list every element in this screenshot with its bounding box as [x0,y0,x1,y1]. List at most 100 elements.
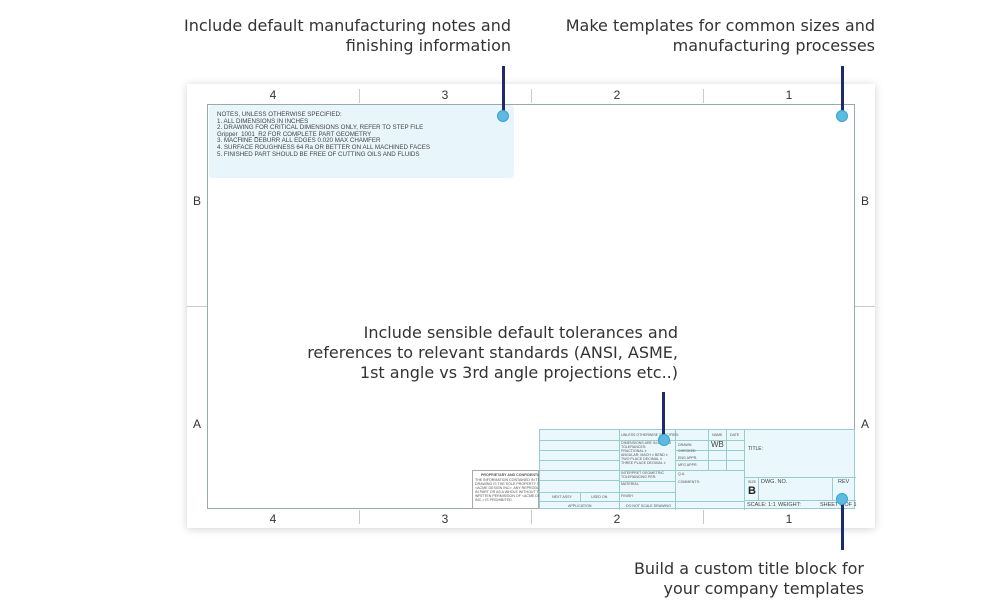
callout-marker-dot [497,110,509,122]
callout-connector [841,66,844,116]
note-line: 2. DRAWING FOR CRITICAL DIMENSIONS ONLY,… [217,124,424,132]
notes-text: NOTES, UNLESS OTHERWISE SPECIFIED: 1. AL… [217,111,430,158]
note-line: 1. ALL DIMENSIONS IN INCHES [217,117,309,125]
proprietary-line: <ACME DESIGN INC>. ANY REPRODUCTION [475,486,551,490]
do-not-scale-label: DO NOT SCALE DRAWING [626,504,671,508]
tb-divider [620,481,675,482]
tb-divider [580,492,581,501]
zone-row-label: A [192,417,201,431]
sheet-label: SHEET 1 OF 1 [820,502,857,508]
tb-divider [540,450,619,451]
weight-label: WEIGHT: [778,502,801,508]
size-label: SIZE [748,480,756,484]
callout-title-block: Build a custom title block for your comp… [634,559,864,599]
drawn-label: DRAWN [678,443,692,447]
tb-divider [540,470,619,471]
callout-connector [841,500,844,550]
tb-divider [832,477,833,500]
drawing-sheet: 4 3 2 1 4 3 2 1 B B A A NOTES, UNLESS OT… [187,84,875,528]
tb-divider [540,501,744,502]
zone-col-label: 3 [441,512,449,526]
name-header: NAME [712,433,723,437]
callout-marker-dot [658,434,670,446]
qa-label: Q.A. [678,472,686,476]
proprietary-line: INC.> IS PROHIBITED. [475,498,513,502]
note-line: Gripper_1001_R2 FOR COMPLETE PART GEOMET… [217,130,372,138]
callout-notes-line: finishing information [345,36,511,55]
tb-divider [619,430,620,510]
zone-col-label: 4 [269,512,277,526]
finish-label: FINISH [621,494,633,498]
tolerance-line: FRACTIONAL ± [621,449,647,453]
tb-divider [540,492,675,493]
tolerance-line: TOLERANCES: [621,445,647,449]
dwg-no-label: DWG. NO. [761,479,788,485]
interpret-label: TOLERANCING PER: [621,475,657,479]
tb-divider [758,477,759,500]
proprietary-block: PROPRIETARY AND CONFIDENTIAL THE INFORMA… [472,470,551,509]
tb-divider [708,430,709,470]
application-label: APPLICATION [568,504,592,508]
comments-label: COMMENTS: [678,480,700,484]
callout-connector [502,66,505,116]
callout-tolerances-line: Include sensible default tolerances and [363,323,678,342]
callout-tolerances-line: references to relevant standards (ANSI, … [307,343,678,362]
callout-notes-line: Include default manufacturing notes and [183,16,511,35]
zone-col-label: 3 [441,88,449,102]
title-block: UNLESS OTHERWISE SPECIFIED: DIMENSIONS A… [539,429,857,510]
zone-col-label: 1 [785,512,793,526]
zone-col-label: 2 [613,512,621,526]
note-line: 5. FINISHED PART SHOULD BE FREE OF CUTTI… [217,150,420,158]
notes-header: NOTES, UNLESS OTHERWISE SPECIFIED: [217,111,342,118]
zone-divider [359,510,360,524]
mfg-appr-label: MFG APPR. [678,463,698,467]
zone-divider [703,89,704,103]
callout-templates-line: manufacturing processes [672,36,875,55]
tb-divider [620,470,675,471]
tb-divider [676,450,744,451]
proprietary-title: PROPRIETARY AND CONFIDENTIAL [481,473,543,477]
notes-block: NOTES, UNLESS OTHERWISE SPECIFIED: 1. AL… [209,105,514,178]
tb-divider [676,440,744,441]
tb-divider [676,470,744,471]
callout-templates-line: Make templates for common sizes and [565,16,875,35]
tb-divider [745,500,856,501]
date-header: DATE [730,433,740,437]
proprietary-line: THE INFORMATION CONTAINED IN THIS [475,478,544,482]
callout-title-block-line: Build a custom title block for [633,559,864,578]
material-label: MATERIAL [621,482,639,486]
zone-col-label: 2 [613,88,621,102]
used-on-label: USED ON [591,495,608,499]
tb-divider [745,477,856,478]
tb-divider [676,460,744,461]
callout-marker-dot [836,493,848,505]
interpret-label: INTERPRET GEOMETRIC [621,471,665,475]
zone-col-label: 1 [785,88,793,102]
tb-divider [726,430,727,470]
zone-divider [531,89,532,103]
tolerance-line: THREE PLACE DECIMAL ± [621,461,666,465]
unless-specified-label: UNLESS OTHERWISE SPECIFIED: [621,433,680,437]
callout-connector [662,392,665,438]
zone-divider [531,510,532,524]
zone-divider [187,306,207,307]
drawn-name: WB [711,440,724,449]
tb-divider [540,480,619,481]
tolerance-line: TWO PLACE DECIMAL ± [621,457,662,461]
callout-title-block-line: your company templates [663,579,864,598]
note-line: 4. SURFACE ROUGHNESS 64 Ra OR BETTER ON … [217,143,430,151]
eng-appr-label: ENG APPR. [678,456,698,460]
next-assy-label: NEXT ASSY [552,495,572,499]
zone-row-label: B [860,194,869,208]
tb-divider [540,460,619,461]
zone-divider [855,306,875,307]
proprietary-line: DRAWING IS THE SOLE PROPERTY OF [475,482,542,486]
zone-divider [703,510,704,524]
rev-label: REV [838,479,850,485]
zone-row-label: A [860,417,869,431]
tb-divider [540,440,744,441]
callout-templates: Make templates for common sizes and manu… [566,16,875,56]
callout-tolerances: Include sensible default tolerances and … [307,323,678,383]
zone-divider [359,89,360,103]
tb-divider [744,430,745,510]
